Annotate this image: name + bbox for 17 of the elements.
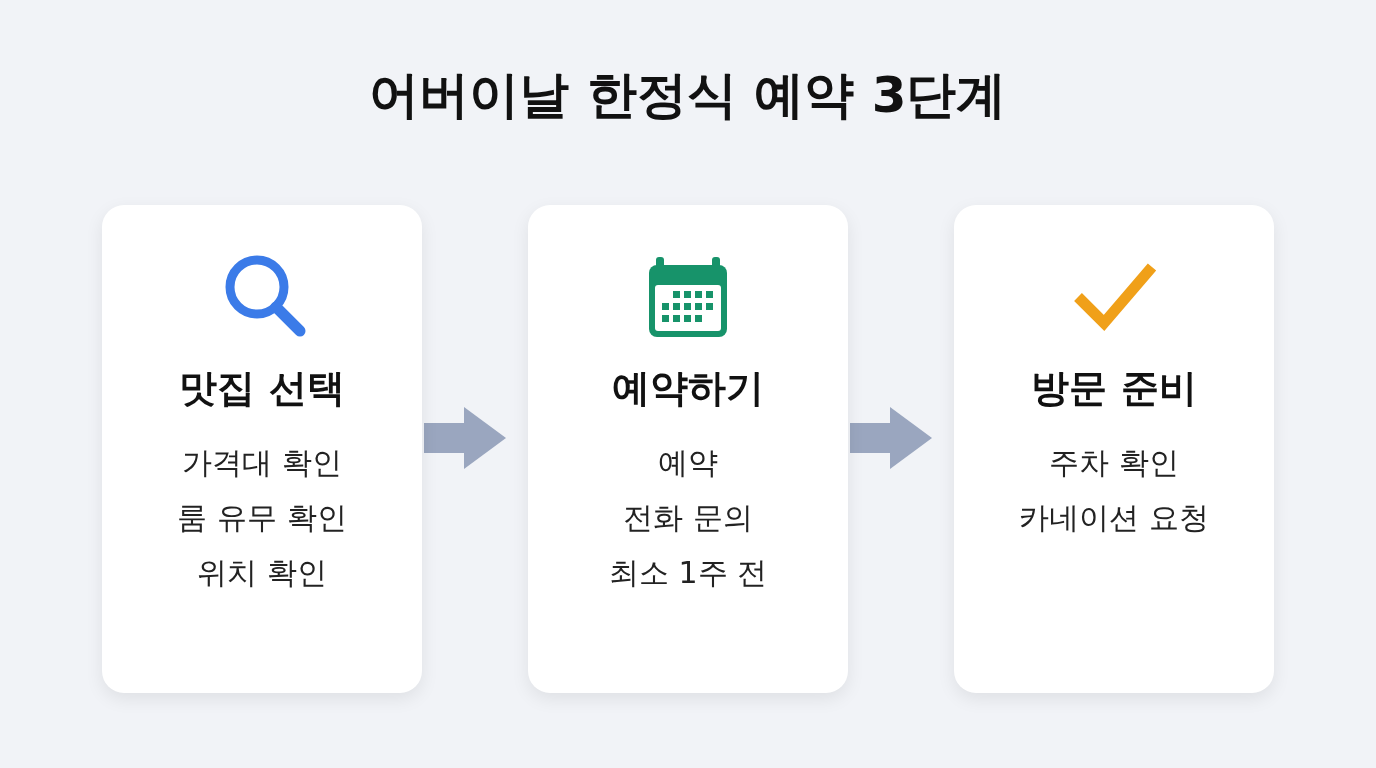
step-heading: 예약하기 [611, 365, 765, 412]
step-item: 가격대 확인 [181, 444, 343, 482]
step-item: 전화 문의 [622, 499, 754, 537]
step-card [954, 205, 1274, 693]
step-item: 위치 확인 [196, 554, 328, 592]
title: 어버이날 한정식 예약 3단계 [368, 65, 1008, 126]
step-card [528, 205, 848, 693]
step-item: 예약 [657, 444, 719, 482]
step-card [102, 205, 422, 693]
step-item: 카네이션 요청 [1018, 499, 1210, 537]
arrow [424, 407, 506, 469]
step-heading: 맛집 선택 [178, 365, 346, 412]
arrow [850, 407, 932, 469]
step-item: 룸 유무 확인 [176, 499, 348, 537]
step-item: 최소 1주 전 [607, 554, 769, 592]
step-item: 주차 확인 [1048, 444, 1180, 482]
step-heading: 방문 준비 [1030, 365, 1198, 412]
